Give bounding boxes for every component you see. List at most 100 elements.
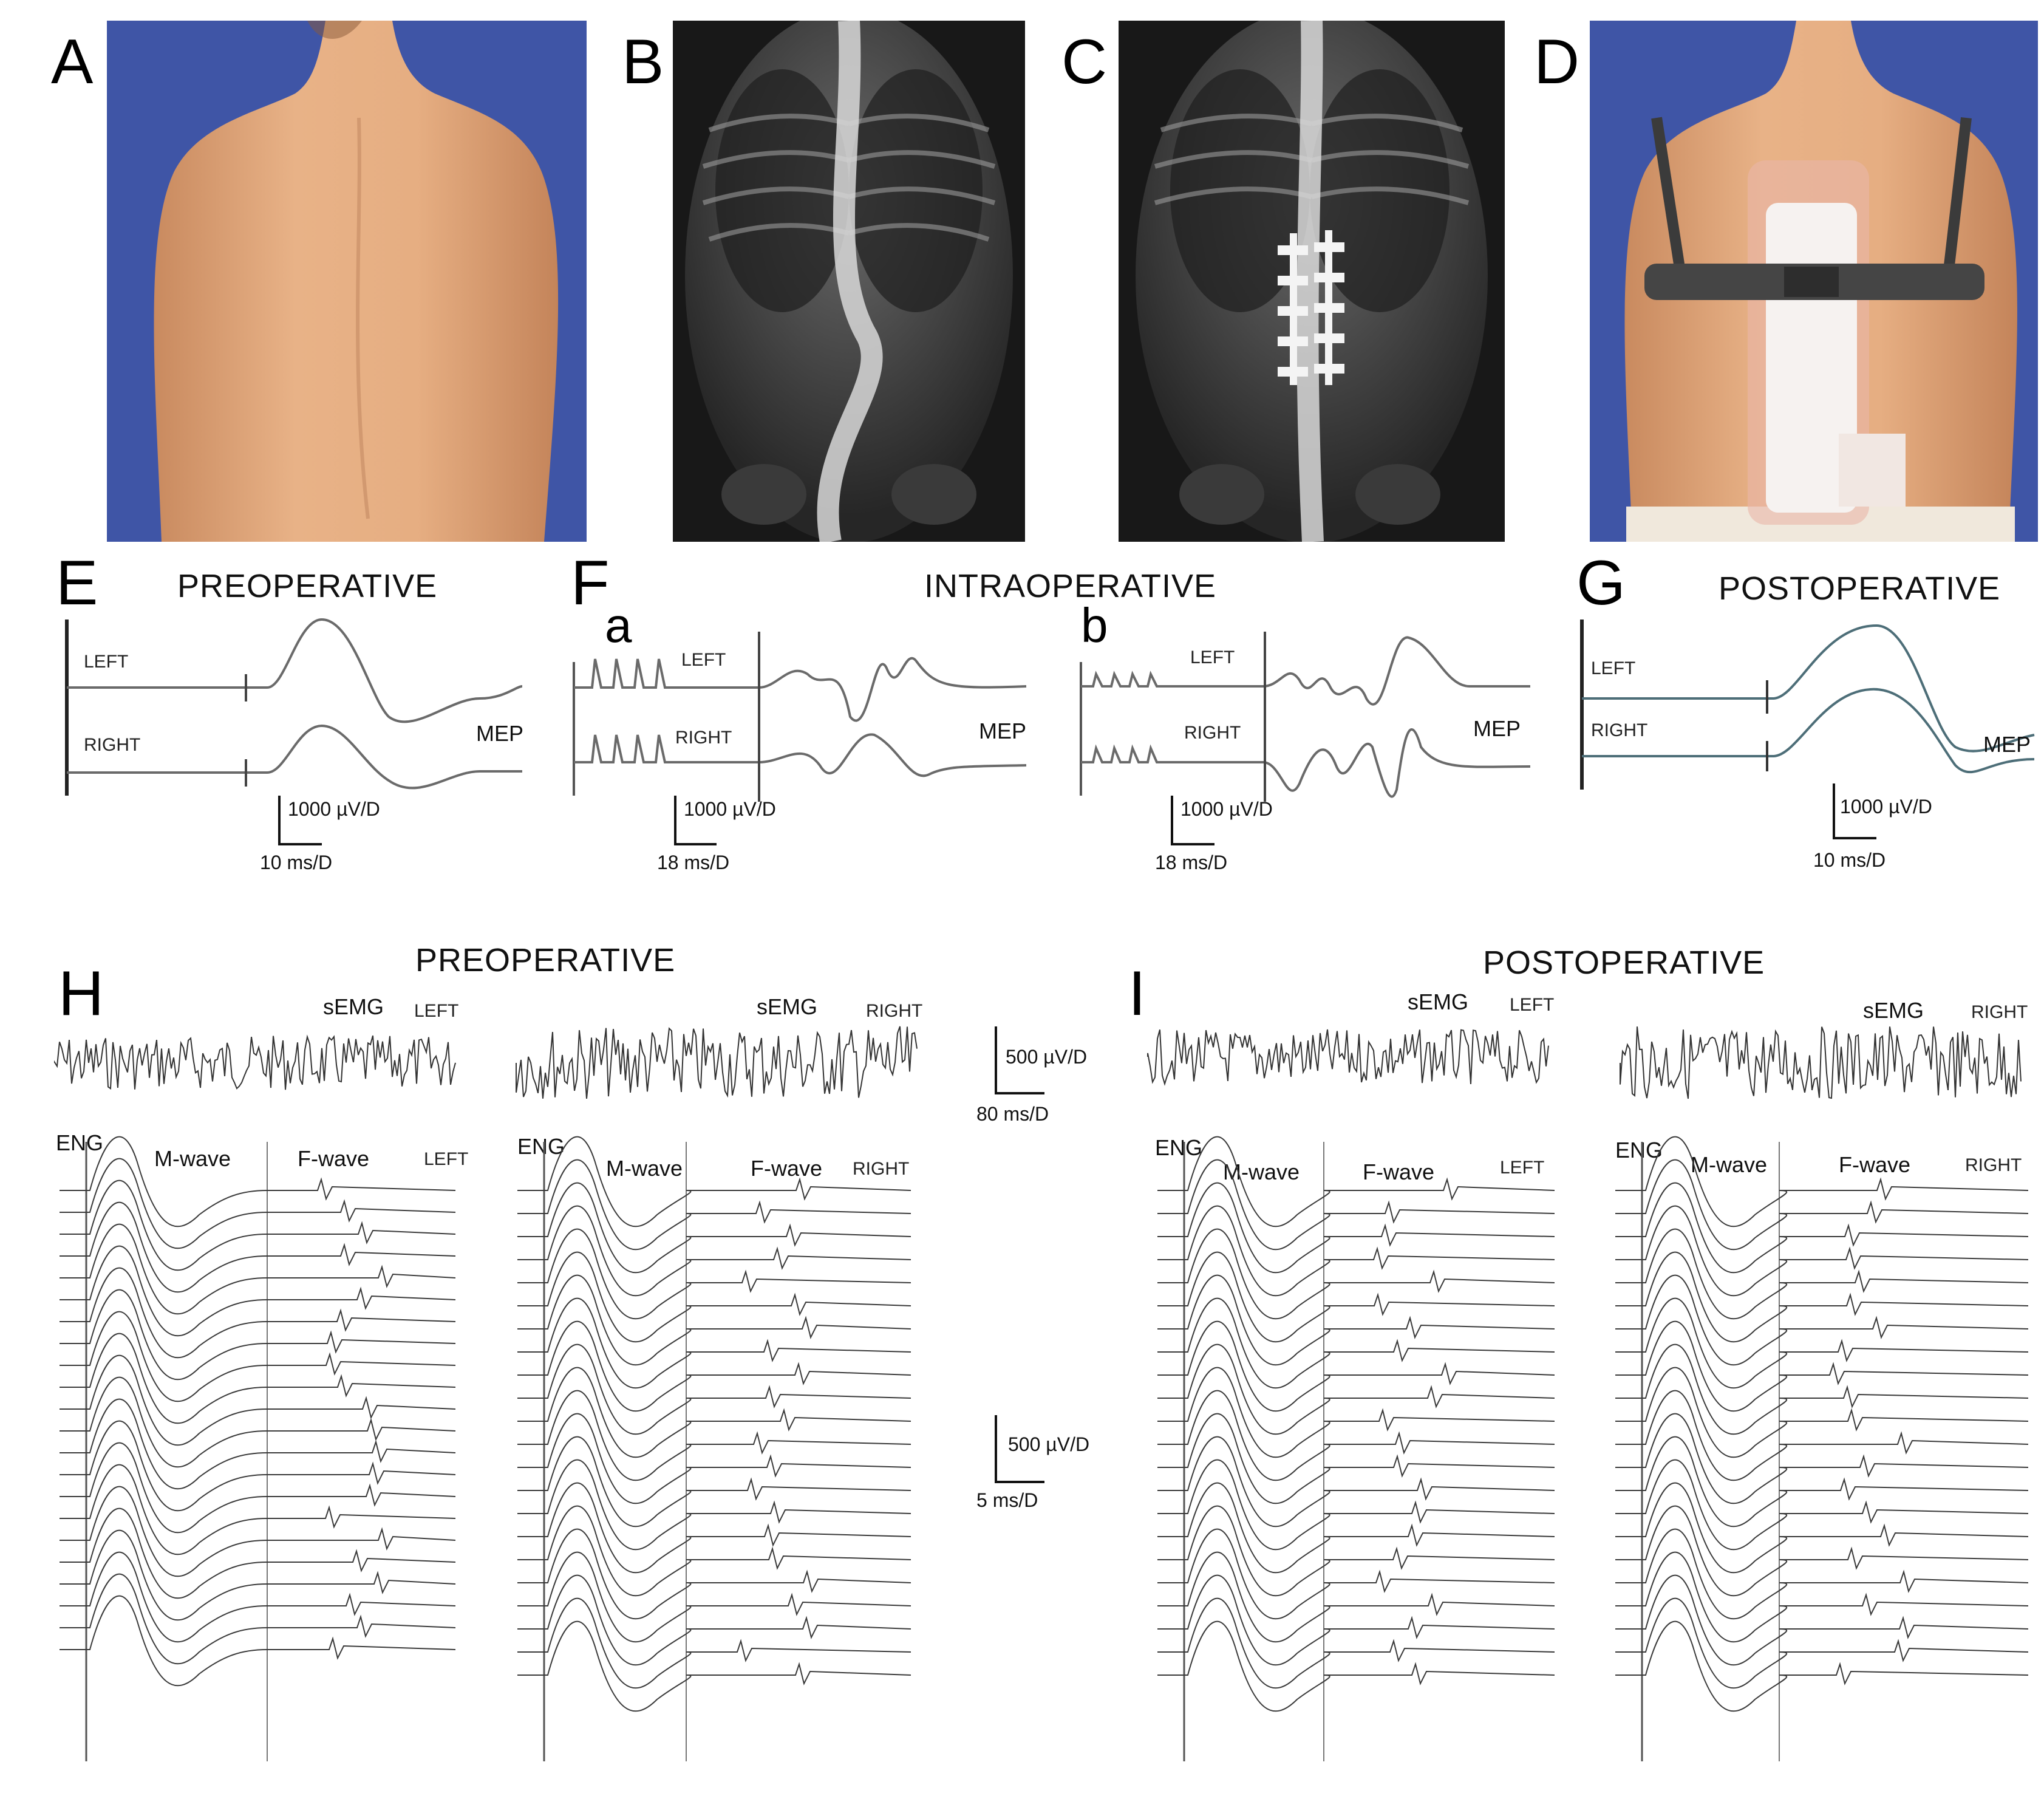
eng-sweep xyxy=(517,1320,911,1412)
eng-sweep xyxy=(60,1333,456,1424)
e-mep-label: MEP xyxy=(476,721,524,746)
panel-letter-g: G xyxy=(1576,548,1626,618)
semg-trace xyxy=(54,1034,456,1090)
eng-sweep xyxy=(1157,1367,1555,1458)
eng-sweep xyxy=(60,1245,456,1337)
eng-sweep xyxy=(60,1158,456,1249)
eng-sweep xyxy=(517,1228,911,1320)
eng-sweep xyxy=(1615,1551,2029,1643)
eng-sweep xyxy=(1157,1528,1555,1620)
eng-sweep xyxy=(1615,1320,2029,1412)
eng-sweep xyxy=(60,1289,456,1381)
eng-sweep xyxy=(1615,1228,2029,1320)
semg-trace xyxy=(1620,1026,2022,1099)
eng-sweep xyxy=(60,1223,456,1315)
eng-sweep xyxy=(60,1551,456,1643)
h-right-fwave-label: F-wave xyxy=(751,1156,823,1181)
semg-time-scale: 80 ms/D xyxy=(976,1103,1049,1125)
xray-postoperative xyxy=(1119,21,1505,542)
eng-sweep xyxy=(60,1486,456,1577)
eng-sweep xyxy=(60,1376,456,1468)
eng-sweep xyxy=(60,1267,456,1359)
eng-sweep xyxy=(60,1573,456,1665)
eng-sweep xyxy=(517,1482,911,1574)
eng-sweep xyxy=(1615,1528,2029,1620)
eng-sweep xyxy=(1157,1159,1555,1251)
e-right-label: RIGHT xyxy=(84,735,141,755)
panel-letter-b: B xyxy=(622,27,664,97)
eng-sweep xyxy=(1615,1205,2029,1297)
eng-sweep xyxy=(1157,1228,1555,1320)
panel-letter-c: C xyxy=(1061,27,1108,97)
eng-sweep xyxy=(60,1398,456,1490)
eng-sweep xyxy=(517,1182,911,1274)
xray-preoperative xyxy=(673,21,1025,542)
eng-sweep xyxy=(1615,1436,2029,1528)
eng-sweep xyxy=(1157,1390,1555,1481)
eng-sweep xyxy=(60,1529,456,1621)
photo-preoperative-back xyxy=(107,21,587,542)
eng-sweep xyxy=(1157,1251,1555,1343)
eng-time-scale: 5 ms/D xyxy=(976,1489,1038,1511)
fb-right-label: RIGHT xyxy=(1184,723,1241,743)
panel-sub-letter-a: a xyxy=(605,598,632,652)
h-right-side-label: RIGHT xyxy=(866,1001,923,1021)
title-g-postoperative: POSTOPERATIVE xyxy=(1719,570,2001,607)
eng-sweep xyxy=(1615,1505,2029,1597)
eng-sweep xyxy=(517,1159,911,1251)
eng-sweep xyxy=(517,1574,911,1666)
h-left-eng-label: ENG xyxy=(56,1130,104,1155)
i-left-eng-side-label: LEFT xyxy=(1500,1158,1545,1178)
eng-sweep xyxy=(517,1297,911,1389)
eng-sweep xyxy=(1157,1320,1555,1412)
eng-sweep xyxy=(517,1413,911,1504)
eng-sweep xyxy=(1615,1297,2029,1389)
eng-sweep xyxy=(1157,1482,1555,1574)
h-left-fwave-label: F-wave xyxy=(298,1146,370,1171)
eng-sweep xyxy=(60,1420,456,1512)
eng-sweep xyxy=(1157,1182,1555,1274)
eng-sweep xyxy=(517,1136,911,1227)
eng-sweep xyxy=(1615,1182,2029,1274)
eng-sweep xyxy=(1615,1367,2029,1458)
eng-sweep xyxy=(60,1354,456,1446)
eng-sweep xyxy=(517,1251,911,1343)
panel-letter-a: A xyxy=(51,27,94,97)
fa-mep-label: MEP xyxy=(979,719,1027,743)
h-left-side-label: LEFT xyxy=(414,1001,459,1021)
i-right-eng-side-label: RIGHT xyxy=(1965,1155,2022,1175)
eng-sweep xyxy=(1615,1574,2029,1666)
h-left-eng-side-label: LEFT xyxy=(424,1149,469,1169)
eng-sweep xyxy=(1615,1390,2029,1481)
h-left-semg-label: sEMG xyxy=(323,994,384,1019)
g-right-label: RIGHT xyxy=(1591,720,1648,740)
eng-sweep xyxy=(1615,1343,2029,1435)
g-mep-label: MEP xyxy=(1983,732,2031,757)
panel-letter-i: I xyxy=(1128,958,1146,1029)
eng-sweep xyxy=(60,1595,456,1687)
eng-sweep xyxy=(1615,1159,2029,1251)
eng-sweep xyxy=(517,1505,911,1597)
eng-sweep xyxy=(517,1436,911,1528)
fb-left-label: LEFT xyxy=(1190,647,1235,667)
eng-sweep xyxy=(517,1551,911,1643)
h-left-mwave-label: M-wave xyxy=(154,1146,231,1171)
g-amp-scale: 1000 µV/D xyxy=(1840,796,1932,818)
eng-sweep xyxy=(60,1311,456,1402)
fa-time-scale: 18 ms/D xyxy=(657,852,730,873)
i-right-side-label: RIGHT xyxy=(1971,1002,2028,1022)
photo-postoperative-back xyxy=(1590,21,2038,542)
eng-sweep xyxy=(517,1205,911,1297)
eng-sweep xyxy=(517,1620,911,1712)
title-i-postoperative: POSTOPERATIVE xyxy=(1483,944,1765,981)
eng-sweep xyxy=(1157,1505,1555,1597)
eng-sweep xyxy=(1157,1297,1555,1389)
h-right-eng-label: ENG xyxy=(517,1134,565,1159)
h-right-mwave-label: M-wave xyxy=(606,1156,683,1181)
eng-sweep xyxy=(1157,1597,1555,1689)
eng-sweep xyxy=(60,1442,456,1534)
eng-sweep xyxy=(1615,1136,2029,1227)
i-left-semg-label: sEMG xyxy=(1408,989,1469,1014)
eng-sweep xyxy=(517,1459,911,1551)
